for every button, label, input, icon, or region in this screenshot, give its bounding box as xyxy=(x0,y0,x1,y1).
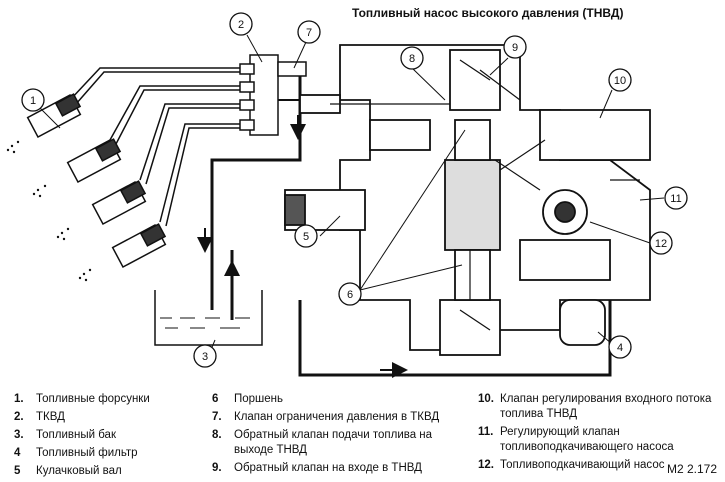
svg-text:5: 5 xyxy=(303,231,309,243)
flow-arrows xyxy=(197,115,408,378)
legend-column-1: 1.Топливные форсунки 2.ТКВД 3.Топливный … xyxy=(14,392,214,482)
legend-item: 12.Топливоподкачивающий насос xyxy=(478,459,665,471)
svg-text:11: 11 xyxy=(670,193,681,205)
pump-body xyxy=(284,44,651,356)
callout-1: 1 xyxy=(21,88,45,112)
diagram-title: Топливный насос высокого давления (ТНВД) xyxy=(352,6,624,20)
svg-text:6: 6 xyxy=(347,289,353,301)
injector-1 xyxy=(26,93,82,138)
pump-internal-lines xyxy=(330,59,640,331)
callout-2: 2 xyxy=(229,12,253,36)
callout-11: 11 xyxy=(664,186,688,210)
leader-lines xyxy=(39,34,665,353)
callout-9: 9 xyxy=(503,35,527,59)
callout-6: 6 xyxy=(338,282,362,306)
callout-10: 10 xyxy=(608,68,632,92)
fuel-pump-diagram: 1 2 3 4 5 6 7 8 9 10 11 12 xyxy=(6,12,688,378)
svg-text:7: 7 xyxy=(306,27,312,39)
svg-text:9: 9 xyxy=(512,42,518,54)
spray-dots xyxy=(6,140,92,282)
callout-4: 4 xyxy=(608,335,632,359)
svg-text:2: 2 xyxy=(238,19,244,31)
fuel-tank xyxy=(154,290,263,346)
callout-5: 5 xyxy=(294,224,318,248)
legend-item: 7.Клапан ограничения давления в ТКВД xyxy=(212,411,440,423)
injector-3 xyxy=(91,180,147,225)
callout-8: 8 xyxy=(400,46,424,70)
legend-item: 3.Топливный бак xyxy=(14,429,116,441)
svg-text:8: 8 xyxy=(409,53,415,65)
figure-code: M2 2.172 xyxy=(666,462,717,476)
fuel-rail xyxy=(239,54,320,136)
legend-item: 1.Топливные форсунки xyxy=(14,393,150,405)
svg-text:10: 10 xyxy=(614,75,626,87)
legend-item: 9.Обратный клапан на входе в ТНВД xyxy=(212,462,422,474)
svg-text:12: 12 xyxy=(655,238,667,250)
callout-3: 3 xyxy=(193,344,217,368)
callout-7: 7 xyxy=(297,20,321,44)
legend-item: 11.Регулирующий клапан топливоподкачиваю… xyxy=(478,426,674,453)
injector-2 xyxy=(66,138,122,183)
svg-text:4: 4 xyxy=(617,342,623,354)
svg-text:3: 3 xyxy=(202,351,208,363)
injector-lines xyxy=(69,67,240,227)
injector-4 xyxy=(111,223,167,268)
callout-12: 12 xyxy=(649,231,673,255)
legend-item: 10.Клапан регулирования входного потока … xyxy=(478,393,712,420)
legend-item: 8.Обратный клапан подачи топлива на выхо… xyxy=(212,429,433,456)
legend-item: 2.ТКВД xyxy=(14,411,65,423)
svg-text:1: 1 xyxy=(30,95,36,107)
legend-column-3: 10.Клапан регулирования входного потока … xyxy=(478,392,718,476)
fuel-injectors xyxy=(26,93,167,268)
callouts: 1 2 3 4 5 6 7 8 9 10 11 12 xyxy=(21,12,688,368)
